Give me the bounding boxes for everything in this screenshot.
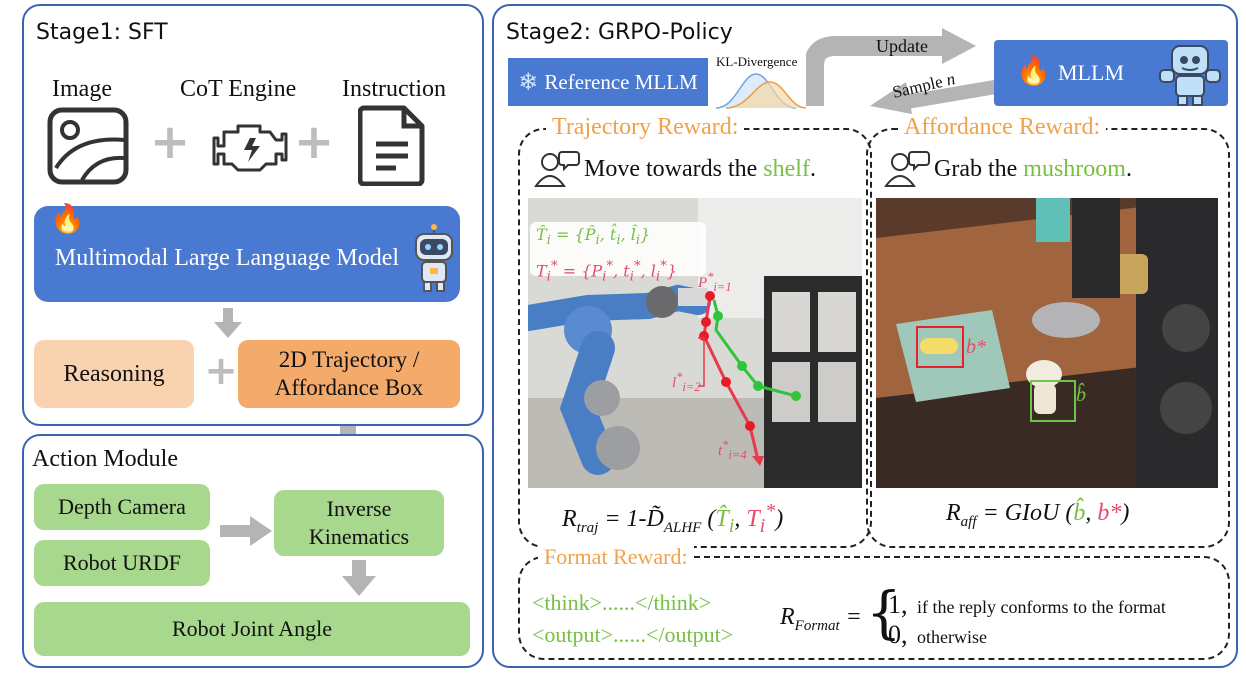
stage1-panel: Stage1: SFT Image CoT Engine Instruction… (22, 4, 484, 426)
format-one-text: if the reply conforms to the format (917, 597, 1166, 617)
robot-icon (415, 224, 453, 292)
document-icon (358, 105, 425, 186)
trajectory-box: 2D Trajectory / Affordance Box (238, 340, 460, 408)
ik-line1: Inverse (326, 496, 392, 521)
robot-urdf-label: Robot URDF (63, 550, 181, 575)
multimodal-llm-box: 🔥 Multimodal Large Language Model (34, 204, 460, 302)
trajectory-prompt-pre: Move towards the (584, 156, 764, 182)
trajectory-reward-formula: Rtraj = 1-D̃ALHF (T̂i, Ti*) (562, 500, 784, 537)
image-label: Image (52, 76, 112, 102)
arrow-icon (342, 560, 376, 596)
arrow-icon (220, 516, 272, 546)
start-point-label: P*i=1 (698, 270, 732, 294)
reasoning-box: Reasoning (34, 340, 194, 408)
update-label: Update (876, 36, 928, 56)
format-brace: { (866, 581, 902, 646)
format-reward-title: Format Reward: (538, 544, 694, 570)
depth-camera-box: Depth Camera (34, 484, 210, 530)
affordance-reward-formula: Raff = GIoU (b̂, b*) (946, 500, 1130, 530)
image-icon (47, 107, 129, 185)
reasoning-label: Reasoning (63, 360, 165, 387)
trajectory-line2: Affordance Box (274, 375, 424, 400)
format-one-value: 1, (888, 590, 908, 619)
predicted-box (1030, 380, 1076, 422)
kl-divergence-label: KL-Divergence (716, 54, 798, 69)
affordance-prompt: Grab the mushroom. (934, 156, 1132, 183)
affordance-reward-title: Affordance Reward: (898, 114, 1107, 141)
plus-icon: + (204, 348, 238, 394)
plus-icon: + (293, 114, 335, 170)
reference-mllm-box: ❄ Reference MLLM (508, 58, 708, 106)
snowflake-icon: ❄ (518, 69, 539, 96)
trajectory-prompt: Move towards the shelf. (584, 156, 816, 183)
stage2-title: Stage2: GRPO-Policy (506, 20, 733, 45)
robot-joint-angle-box: Robot Joint Angle (34, 602, 470, 656)
instruction-label: Instruction (342, 76, 446, 102)
arrow-icon (214, 308, 242, 338)
affordance-prompt-pre: Grab the (934, 156, 1024, 182)
user-chat-icon (534, 151, 580, 187)
format-zero-text: otherwise (917, 627, 987, 647)
trajectory-reward-title: Trajectory Reward: (546, 114, 745, 141)
plus-icon: + (149, 114, 191, 170)
trajectory-prompt-object: shelf (763, 156, 810, 182)
mllm-label: MLLM (1058, 60, 1124, 85)
robot-joint-angle-label: Robot Joint Angle (171, 616, 333, 641)
stage1-title: Stage1: SFT (36, 20, 168, 45)
affordance-prompt-post: . (1125, 156, 1132, 182)
format-reward-formula: RFormat = (780, 604, 862, 634)
action-panel: Action Module Depth Camera Robot URDF In… (22, 434, 484, 668)
format-zero-value: 0, (888, 620, 908, 649)
format-reward-box (518, 556, 1230, 660)
engine-icon (212, 124, 288, 172)
cot-engine-label: CoT Engine (180, 76, 297, 102)
ik-line2: Kinematics (308, 524, 410, 549)
action-title: Action Module (32, 446, 178, 472)
length-label: l*i=2 (672, 370, 701, 394)
reference-mllm-label: Reference MLLM (544, 69, 698, 94)
think-tag-line: <think>......</think> (532, 590, 712, 615)
trajectory-photo: T̂i = {P̂i, t̂i, l̂i} Ti* = {Pi*, ti*, l… (528, 198, 862, 488)
trajectory-line1: 2D Trajectory / (278, 347, 420, 372)
inverse-kinematics-box: Inverse Kinematics (274, 490, 444, 556)
ground-truth-box-label: b* (966, 336, 986, 358)
trajectory-legend: T̂i = {P̂i, t̂i, l̂i} Ti* = {Pi*, ti*, l… (530, 222, 706, 285)
mllm-box: 🔥 MLLM (994, 40, 1228, 106)
end-point-label: t*i=4 (718, 438, 747, 462)
kl-divergence-curves (715, 73, 807, 109)
fire-icon: 🔥 (1016, 56, 1051, 87)
robot-icon (1159, 45, 1221, 106)
robot-urdf-box: Robot URDF (34, 540, 210, 586)
output-tag-line: <output>......</output> (532, 622, 734, 647)
mllm-label: Multimodal Large Language Model (54, 244, 400, 271)
trajectory-prompt-post: . (809, 156, 816, 182)
fire-icon: 🔥 (50, 204, 85, 235)
user-chat-icon (884, 151, 930, 187)
predicted-box-label: b̂ (1076, 384, 1086, 406)
update-arrow-icon (806, 28, 976, 106)
format-case-one: 1, if the reply conforms to the format (888, 590, 1166, 620)
ground-truth-box (916, 326, 964, 368)
depth-camera-label: Depth Camera (58, 494, 186, 519)
affordance-photo: b* b̂ (876, 198, 1218, 488)
stage2-panel: Stage2: GRPO-Policy ❄ Reference MLLM KL-… (492, 4, 1238, 668)
affordance-prompt-object: mushroom (1023, 156, 1126, 182)
sample-arrow-icon (870, 80, 994, 114)
format-case-zero: 0, otherwise (888, 620, 987, 650)
